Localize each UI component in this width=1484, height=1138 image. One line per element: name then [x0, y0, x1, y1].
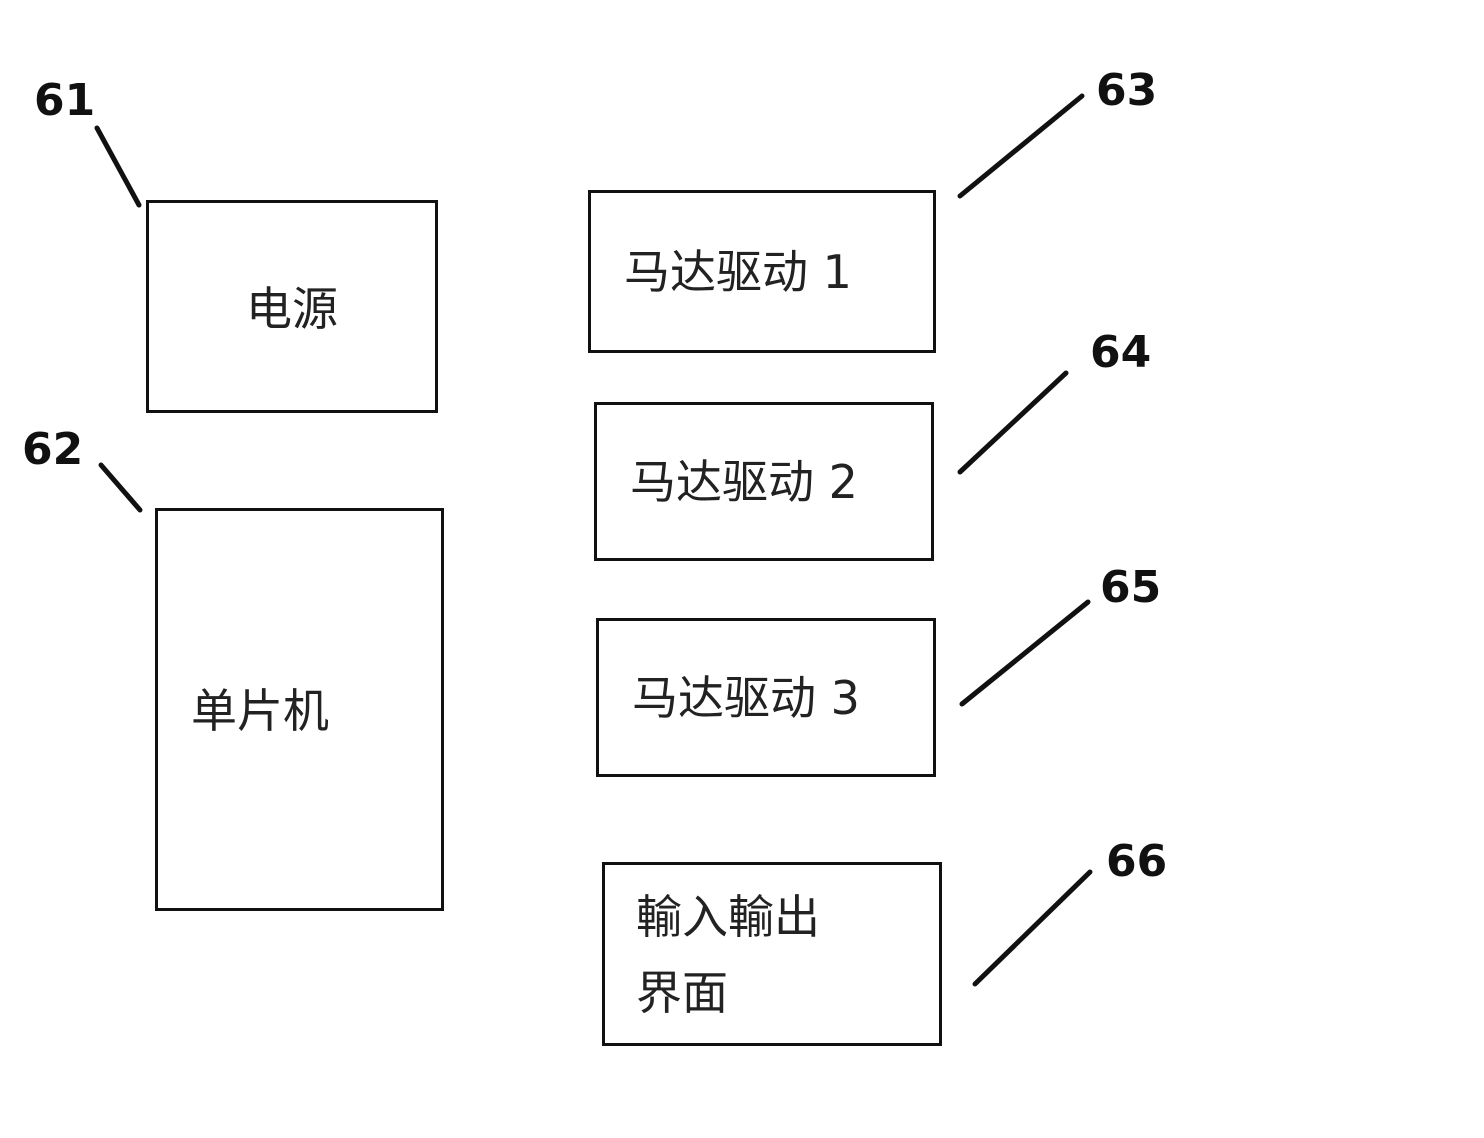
power-supply-block — [146, 200, 438, 413]
mcu-label: 单片机 — [191, 684, 329, 738]
leader-line-64 — [957, 370, 1069, 475]
leader-line-62 — [98, 462, 143, 513]
io-interface-label-line2: 界面 — [636, 966, 728, 1020]
leader-line-65 — [959, 599, 1091, 707]
motor-driver-2-label: 马达驱动 2 — [630, 455, 858, 509]
mcu-block — [155, 508, 444, 911]
ref-number-66: 66 — [1106, 836, 1168, 887]
motor-driver-2-block — [594, 402, 934, 561]
power-supply-label: 电源 — [246, 282, 338, 336]
motor-driver-1-label: 马达驱动 1 — [624, 245, 852, 299]
io-interface-label-line1: 輸入輸出 — [636, 890, 820, 944]
motor-driver-3-label: 马达驱动 3 — [632, 671, 860, 725]
ref-number-62: 62 — [22, 424, 84, 475]
leader-line-66 — [972, 869, 1093, 987]
leader-line-63 — [957, 93, 1085, 199]
io-interface-block — [602, 862, 942, 1046]
motor-driver-3-block — [596, 618, 936, 777]
ref-number-65: 65 — [1100, 562, 1162, 613]
ref-number-61: 61 — [34, 75, 96, 126]
ref-number-64: 64 — [1090, 327, 1152, 378]
motor-driver-1-block — [588, 190, 936, 353]
leader-line-61 — [94, 125, 142, 208]
ref-number-63: 63 — [1096, 65, 1158, 116]
